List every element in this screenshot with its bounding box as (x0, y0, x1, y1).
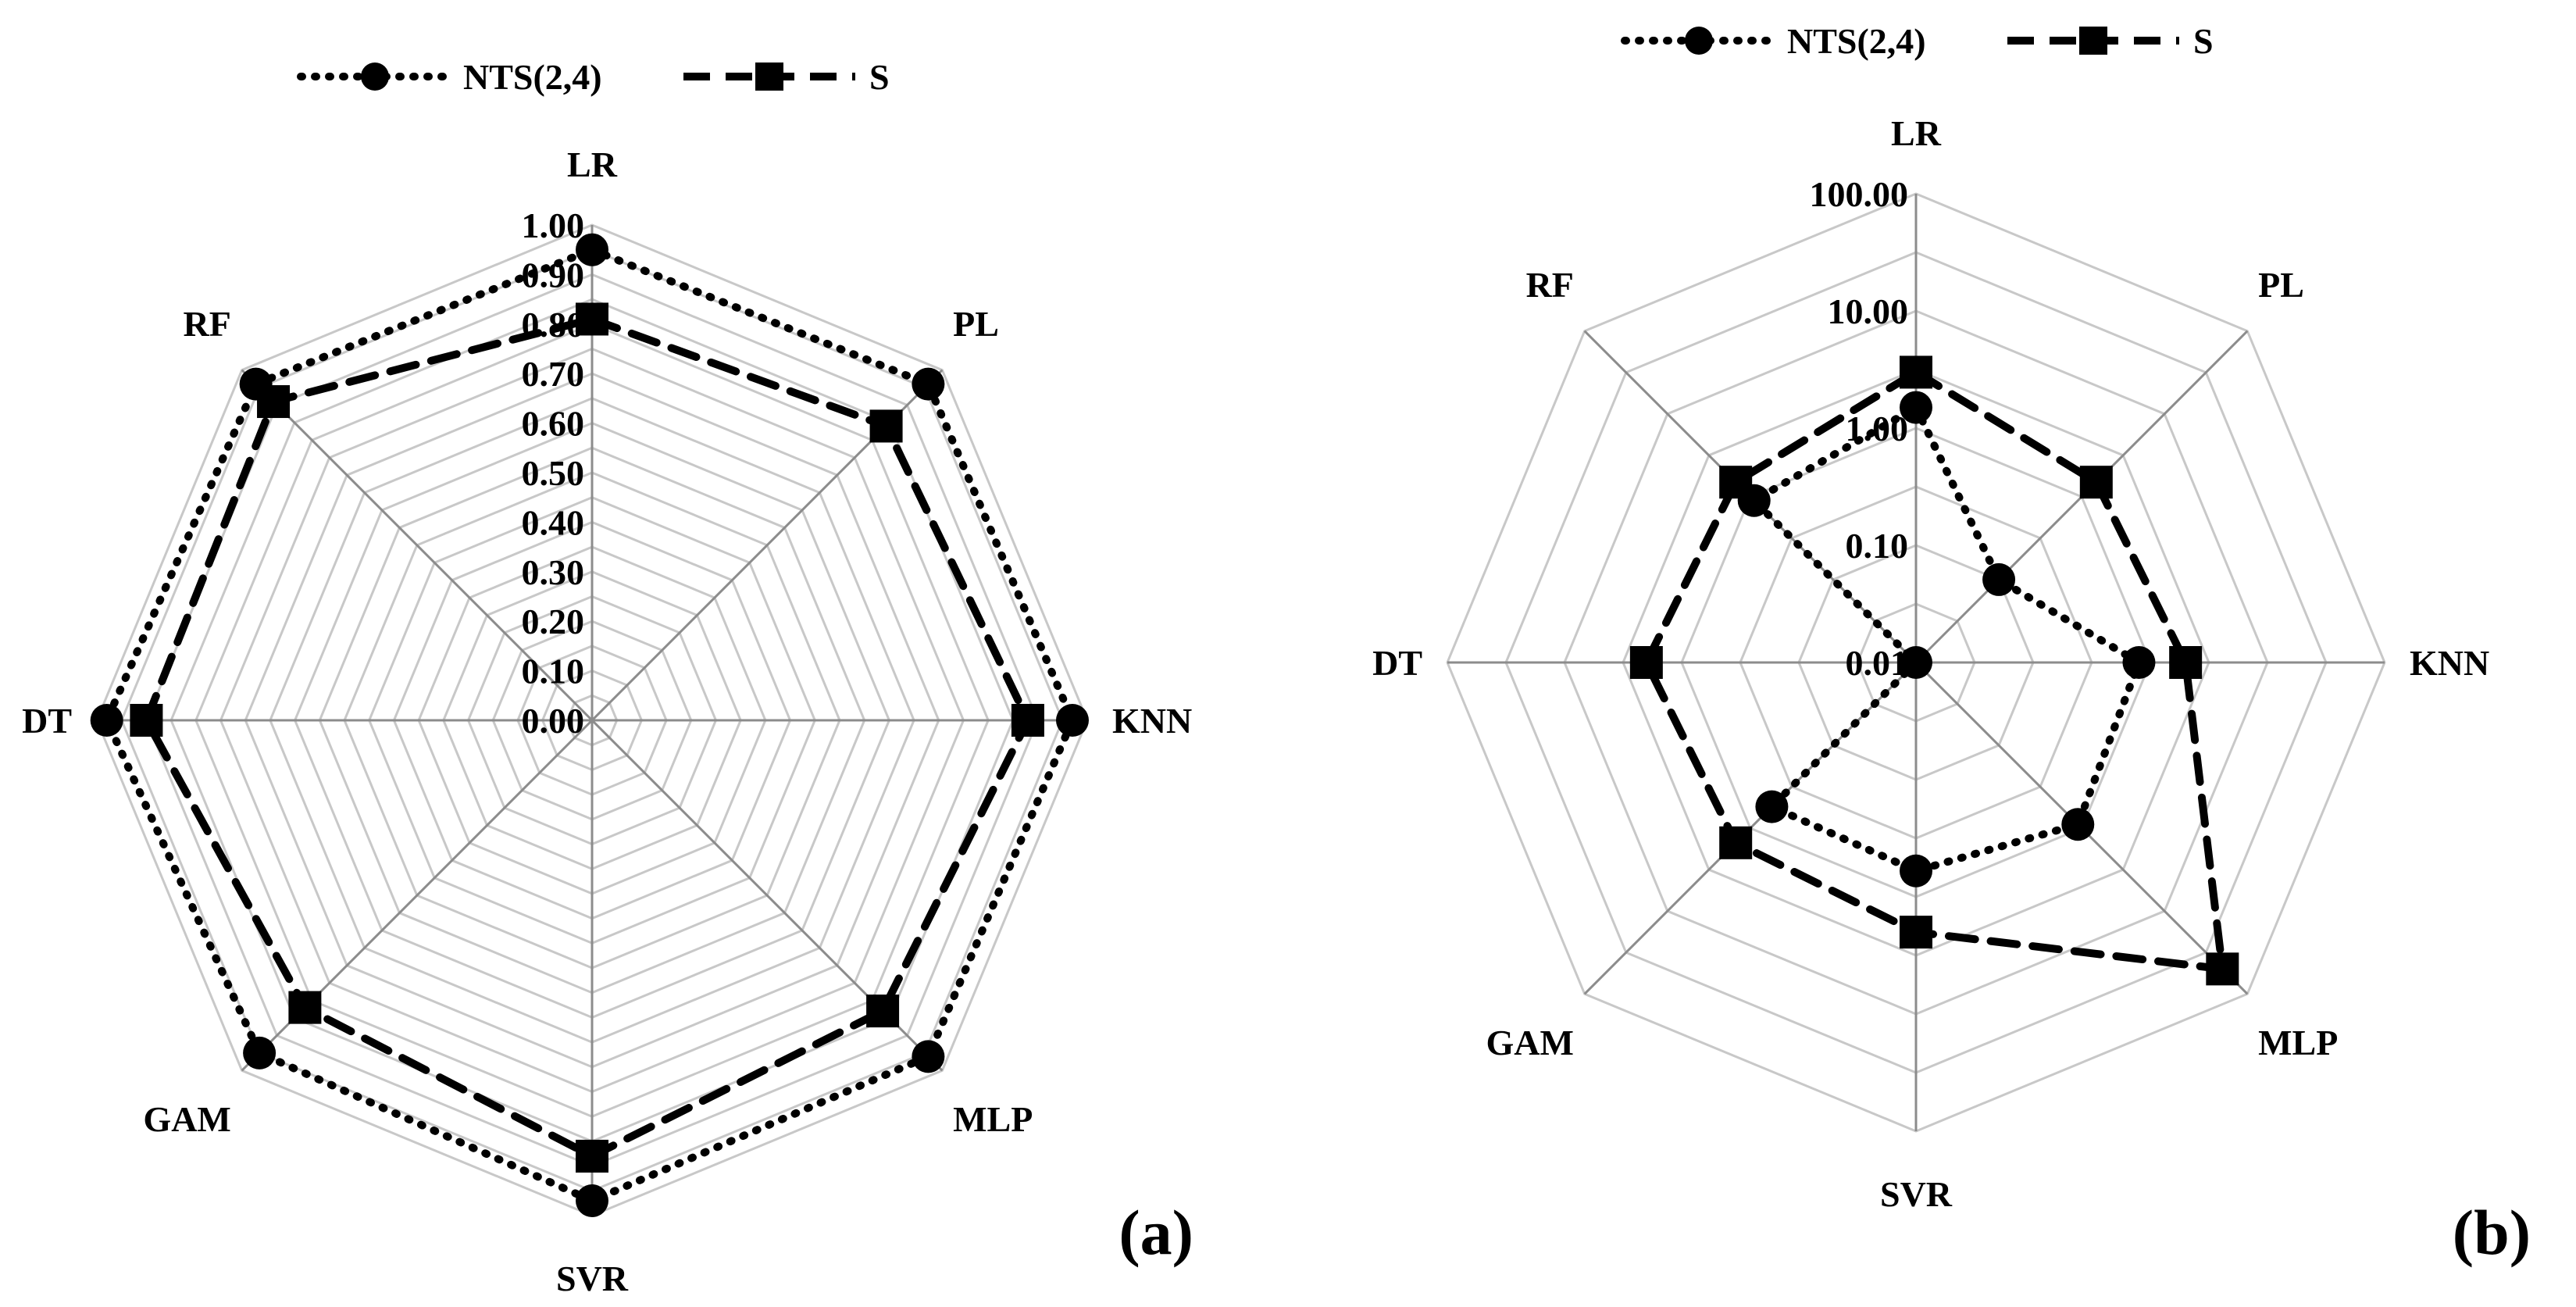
data-point-circle (912, 367, 945, 401)
data-point-square (1719, 466, 1753, 499)
data-point-square (2169, 646, 2203, 679)
tick-label: 0.70 (522, 354, 585, 394)
data-point-square (130, 704, 163, 737)
category-label: DT (1372, 643, 1422, 683)
panel-label: (b) (2453, 1197, 2531, 1268)
legend-marker-square (755, 62, 783, 91)
tick-label: 100.00 (1810, 174, 1909, 214)
data-point-square (1719, 826, 1753, 859)
panel-label: (a) (1119, 1197, 1193, 1268)
data-point-square (866, 995, 900, 1028)
category-label: RF (184, 304, 231, 344)
data-point-square (1900, 355, 1932, 389)
category-label: KNN (1112, 701, 1192, 741)
data-point-square (1011, 704, 1044, 737)
category-label: MLP (2258, 1023, 2338, 1062)
data-point-square (257, 385, 291, 419)
data-point-circle (912, 1040, 945, 1073)
category-label: MLP (953, 1099, 1033, 1139)
legend-label-nts: NTS(2,4) (463, 57, 602, 97)
category-label: KNN (2410, 643, 2489, 683)
tick-label: 10.00 (1828, 291, 1909, 331)
data-point-circle (576, 1184, 608, 1217)
data-point-circle (1055, 704, 1089, 737)
data-point-square (288, 991, 322, 1024)
legend-marker-circle (1685, 27, 1713, 55)
legend-label-s: S (2193, 21, 2214, 61)
category-label: DT (22, 701, 72, 741)
tick-label: 0.10 (522, 652, 585, 691)
category-label: GAM (1486, 1023, 1573, 1062)
data-point-circle (1900, 646, 1932, 679)
tick-label: 0.01 (1846, 643, 1909, 683)
data-point-square (576, 1139, 608, 1173)
data-point-square (869, 409, 903, 443)
data-point-square (2206, 952, 2239, 986)
data-point-circle (2061, 808, 2095, 841)
data-point-circle (1900, 391, 1932, 424)
data-point-circle (1755, 790, 1789, 823)
legend-marker-circle (361, 62, 389, 91)
category-label: RF (1526, 265, 1574, 305)
category-label: LR (567, 145, 618, 184)
data-point-square (2079, 466, 2113, 499)
tick-label: 0.30 (522, 552, 585, 592)
legend-label-nts: NTS(2,4) (1787, 21, 1926, 61)
tick-label: 0.00 (522, 701, 585, 741)
data-point-circle (243, 1036, 277, 1070)
category-label: GAM (143, 1099, 230, 1139)
category-label: PL (2258, 265, 2304, 305)
category-label: PL (953, 304, 999, 344)
tick-label: 0.20 (522, 602, 585, 641)
category-label: SVR (1880, 1174, 1953, 1214)
data-point-square (1900, 916, 1932, 949)
chart-panel-b: 0.010.101.0010.00100.00LRPLKNNMLPSVRGAMD… (1372, 21, 2531, 1268)
tick-label: 0.10 (1846, 526, 1909, 566)
chart-panel-a: 0.000.100.200.300.400.500.600.700.800.90… (22, 57, 1193, 1298)
tick-label: 0.40 (522, 502, 585, 542)
legend-label-s: S (869, 57, 890, 97)
data-point-circle (1900, 854, 1932, 887)
data-point-circle (1982, 562, 2016, 596)
data-point-circle (2122, 646, 2156, 679)
data-point-square (1629, 646, 1663, 679)
data-point-circle (576, 233, 608, 266)
data-point-circle (90, 704, 123, 737)
tick-label: 1.00 (522, 205, 585, 245)
data-point-square (576, 302, 608, 336)
category-label: LR (1891, 113, 1942, 153)
tick-label: 0.60 (522, 404, 585, 444)
axis-spoke (241, 369, 594, 722)
series-line-nts (1750, 403, 2143, 875)
category-label: SVR (556, 1259, 629, 1298)
tick-label: 0.50 (522, 453, 585, 493)
legend-marker-square (2079, 27, 2107, 55)
